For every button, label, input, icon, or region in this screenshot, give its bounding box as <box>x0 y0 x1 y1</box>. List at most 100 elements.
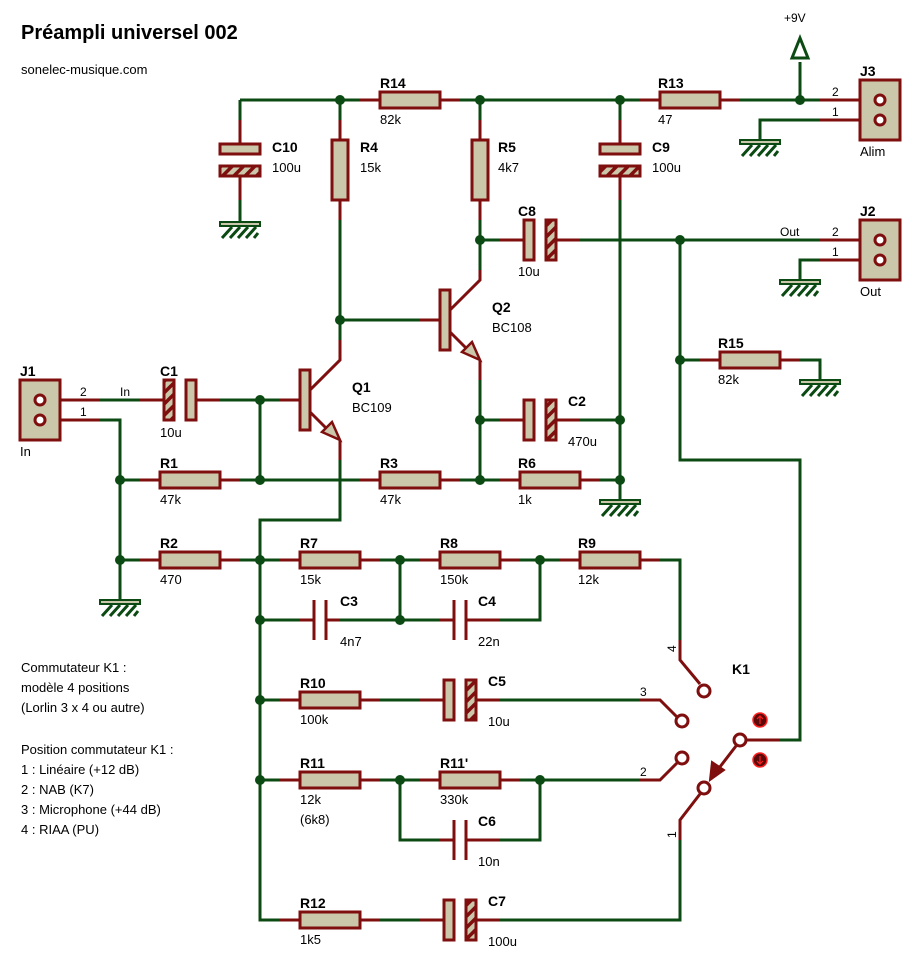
svg-text:100k: 100k <box>300 712 329 727</box>
svg-text:2: 2 <box>832 225 839 239</box>
resistor-R13: R13 47 <box>640 75 740 127</box>
resistor-R14: R14 82k <box>360 75 460 127</box>
svg-text:Out: Out <box>860 284 881 299</box>
svg-text:BC109: BC109 <box>352 400 392 415</box>
transistor-Q1: Q1 BC109 <box>280 340 392 460</box>
ground-icon <box>598 498 642 518</box>
website-label: sonelec-musique.com <box>21 62 148 77</box>
switch-pos-4-label: 4 <box>665 645 679 652</box>
resistor-R11-prime: R11' 330k <box>420 755 520 807</box>
svg-text:Q1: Q1 <box>352 379 371 395</box>
svg-text:10u: 10u <box>488 714 510 729</box>
svg-text:1k5: 1k5 <box>300 932 321 947</box>
wiper-arrow-icon <box>708 760 726 783</box>
supply-label: +9V <box>784 11 806 25</box>
svg-text:R3: R3 <box>380 455 398 471</box>
power-arrow-icon <box>789 33 811 60</box>
resistor-R1: R1 47k <box>140 455 240 507</box>
svg-text:J1: J1 <box>20 363 36 379</box>
svg-text:R6: R6 <box>518 455 536 471</box>
svg-text:1: 1 <box>832 105 839 119</box>
svg-text:R9: R9 <box>578 535 596 551</box>
svg-text:1: 1 <box>80 405 87 419</box>
svg-text:82k: 82k <box>380 112 401 127</box>
resistor-R8: R8 150k <box>420 535 520 587</box>
svg-text:470: 470 <box>160 572 182 587</box>
svg-text:1k: 1k <box>518 492 532 507</box>
capacitor-C1: C1 10u <box>140 363 220 440</box>
note-line: 2 : NAB (K7) <box>21 782 94 797</box>
switch-pos-3-label: 3 <box>640 685 647 699</box>
capacitor-C3: C3 4n7 <box>300 593 362 649</box>
connector-J3: J3 Alim 2 1 <box>820 63 902 159</box>
ground-icon <box>98 598 142 618</box>
ground-icon <box>218 220 262 240</box>
svg-text:R12: R12 <box>300 895 326 911</box>
svg-text:Q2: Q2 <box>492 299 511 315</box>
svg-text:R14: R14 <box>380 75 406 91</box>
capacitor-C10: C10 100u <box>218 120 301 200</box>
svg-text:C3: C3 <box>340 593 358 609</box>
resistor-R2: R2 470 <box>140 535 240 587</box>
svg-text:15k: 15k <box>300 572 321 587</box>
svg-text:2: 2 <box>832 85 839 99</box>
svg-text:R7: R7 <box>300 535 318 551</box>
svg-text:R5: R5 <box>498 139 516 155</box>
svg-text:100u: 100u <box>652 160 681 175</box>
svg-text:4k7: 4k7 <box>498 160 519 175</box>
arrow-down-icon <box>756 756 764 765</box>
svg-text:C8: C8 <box>518 203 536 219</box>
rotary-switch-K1: K1 4 3 2 1 <box>640 640 780 840</box>
resistor-R10: R10 100k <box>280 675 380 727</box>
connector-J2: J2 Out 2 1 Out <box>780 203 902 299</box>
switch-pos-1-label: 1 <box>665 831 679 838</box>
note-line: modèle 4 positions <box>21 680 130 695</box>
switch-positions-note: Position commutateur K1 : 1 : Linéaire (… <box>21 740 173 840</box>
note-line: Position commutateur K1 : <box>21 742 174 757</box>
note-line: (Lorlin 3 x 4 ou autre) <box>21 700 145 715</box>
svg-text:K1: K1 <box>732 661 750 677</box>
svg-text:C2: C2 <box>568 393 586 409</box>
capacitor-C4: C4 22n <box>440 593 500 649</box>
resistor-R15: R15 82k <box>700 335 800 387</box>
svg-text:47k: 47k <box>160 492 181 507</box>
svg-text:47: 47 <box>658 112 672 127</box>
svg-text:Alim: Alim <box>860 144 885 159</box>
svg-text:(6k8): (6k8) <box>300 812 330 827</box>
resistor-R11: R11 12k (6k8) <box>280 755 380 827</box>
resistor-R7: R7 15k <box>280 535 380 587</box>
arrow-up-icon <box>756 715 764 724</box>
net-label-in: In <box>120 385 130 399</box>
capacitor-C2: C2 470u <box>500 393 597 449</box>
svg-text:2: 2 <box>80 385 87 399</box>
svg-text:10u: 10u <box>160 425 182 440</box>
svg-text:12k: 12k <box>300 792 321 807</box>
connector-J1: J1 In 2 1 In <box>18 363 130 459</box>
svg-text:1: 1 <box>832 245 839 259</box>
resistor-R12: R12 1k5 <box>280 895 380 947</box>
svg-text:100u: 100u <box>488 934 517 949</box>
svg-text:330k: 330k <box>440 792 469 807</box>
switch-up-button[interactable] <box>752 712 768 728</box>
resistor-R3: R3 47k <box>360 455 460 507</box>
svg-text:R10: R10 <box>300 675 326 691</box>
note-line: 1 : Linéaire (+12 dB) <box>21 762 140 777</box>
junctions <box>115 95 805 785</box>
resistor-R9: R9 12k <box>560 535 660 587</box>
svg-text:R2: R2 <box>160 535 178 551</box>
switch-down-button[interactable] <box>752 752 768 768</box>
capacitor-C5: C5 10u <box>420 673 510 729</box>
svg-text:R11: R11 <box>300 755 325 771</box>
svg-text:R15: R15 <box>718 335 744 351</box>
svg-text:J2: J2 <box>860 203 876 219</box>
note-line: 4 : RIAA (PU) <box>21 822 100 837</box>
svg-text:R8: R8 <box>440 535 458 551</box>
note-line: Commutateur K1 : <box>21 660 127 675</box>
capacitor-C7: C7 100u <box>420 893 517 949</box>
svg-text:10u: 10u <box>518 264 540 279</box>
svg-text:47k: 47k <box>380 492 401 507</box>
svg-text:C10: C10 <box>272 139 298 155</box>
svg-text:150k: 150k <box>440 572 469 587</box>
svg-text:470u: 470u <box>568 434 597 449</box>
